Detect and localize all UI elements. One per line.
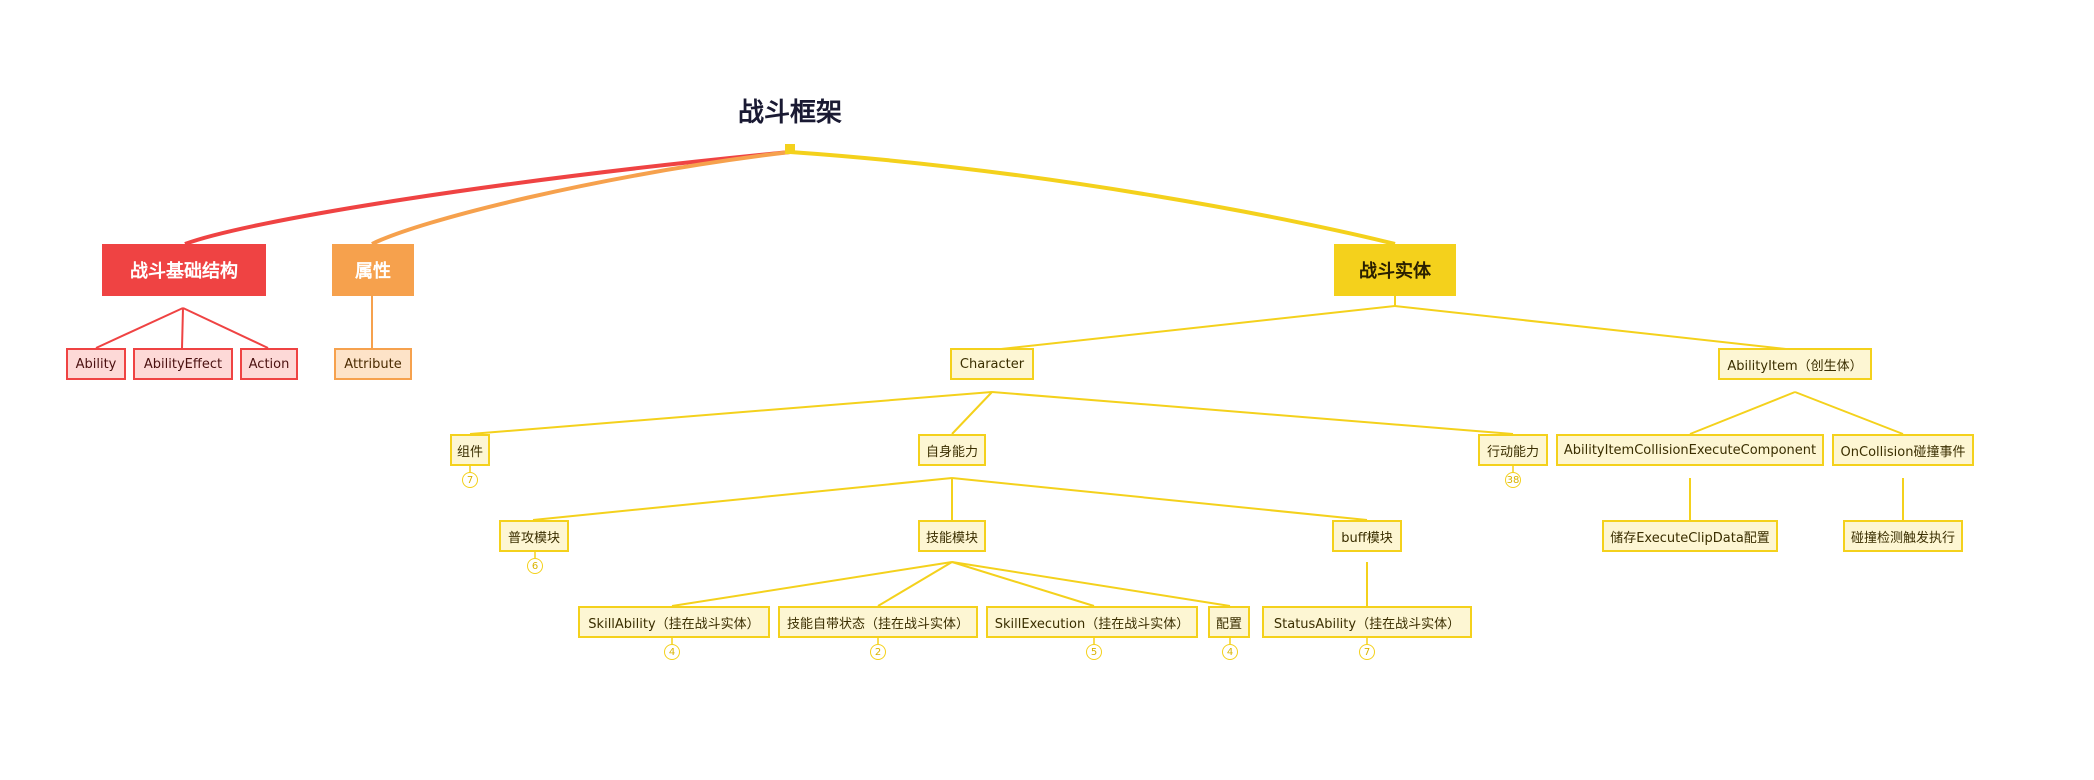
root-title[interactable]: 战斗框架 [737, 97, 842, 128]
node-character[interactable]: Character [950, 348, 1034, 380]
node-collision-execute-component[interactable]: AbilityItemCollisionExecuteComponent [1556, 434, 1824, 466]
count-badge-skill-state: 2 [870, 644, 886, 660]
node-ability[interactable]: Ability [66, 348, 126, 380]
node-buff-module[interactable]: buff模块 [1332, 520, 1402, 552]
node-config[interactable]: 配置 [1208, 606, 1250, 638]
count-badge-normal-attack: 6 [527, 558, 543, 574]
node-ability-effect[interactable]: AbilityEffect [133, 348, 233, 380]
edge-root-basic [184, 150, 791, 246]
node-battle-entity[interactable]: 战斗实体 [1334, 244, 1456, 296]
node-self-ability[interactable]: 自身能力 [918, 434, 986, 466]
node-normal-attack[interactable]: 普攻模块 [499, 520, 569, 552]
count-badge-component: 7 [462, 472, 478, 488]
node-action-ability[interactable]: 行动能力 [1478, 434, 1548, 466]
node-attribute-category[interactable]: 属性 [332, 244, 414, 296]
node-status-ability[interactable]: StatusAbility（挂在战斗实体） [1262, 606, 1472, 638]
node-basic-structure[interactable]: 战斗基础结构 [102, 244, 266, 296]
node-action[interactable]: Action [240, 348, 298, 380]
node-on-collision[interactable]: OnCollision碰撞事件 [1832, 434, 1974, 466]
node-attribute[interactable]: Attribute [334, 348, 412, 380]
count-badge-config: 4 [1222, 644, 1238, 660]
count-badge-skill-ability: 4 [664, 644, 680, 660]
node-collision-trigger[interactable]: 碰撞检测触发执行 [1843, 520, 1963, 552]
node-ability-item[interactable]: AbilityItem（创生体） [1718, 348, 1872, 380]
count-badge-action-ability: 38 [1505, 472, 1521, 488]
node-skill-execution[interactable]: SkillExecution（挂在战斗实体） [986, 606, 1198, 638]
node-skill-ability[interactable]: SkillAbility（挂在战斗实体） [578, 606, 770, 638]
node-store-clip-config[interactable]: 储存ExecuteClipData配置 [1602, 520, 1778, 552]
node-skill-state[interactable]: 技能自带状态（挂在战斗实体） [778, 606, 978, 638]
edge-root-entity [789, 150, 1396, 246]
root-anchor [785, 144, 795, 154]
edge-root-attribute [371, 150, 791, 246]
count-badge-skill-execution: 5 [1086, 644, 1102, 660]
node-skill-module[interactable]: 技能模块 [918, 520, 986, 552]
node-component[interactable]: 组件 [450, 434, 490, 466]
count-badge-status-ability: 7 [1359, 644, 1375, 660]
